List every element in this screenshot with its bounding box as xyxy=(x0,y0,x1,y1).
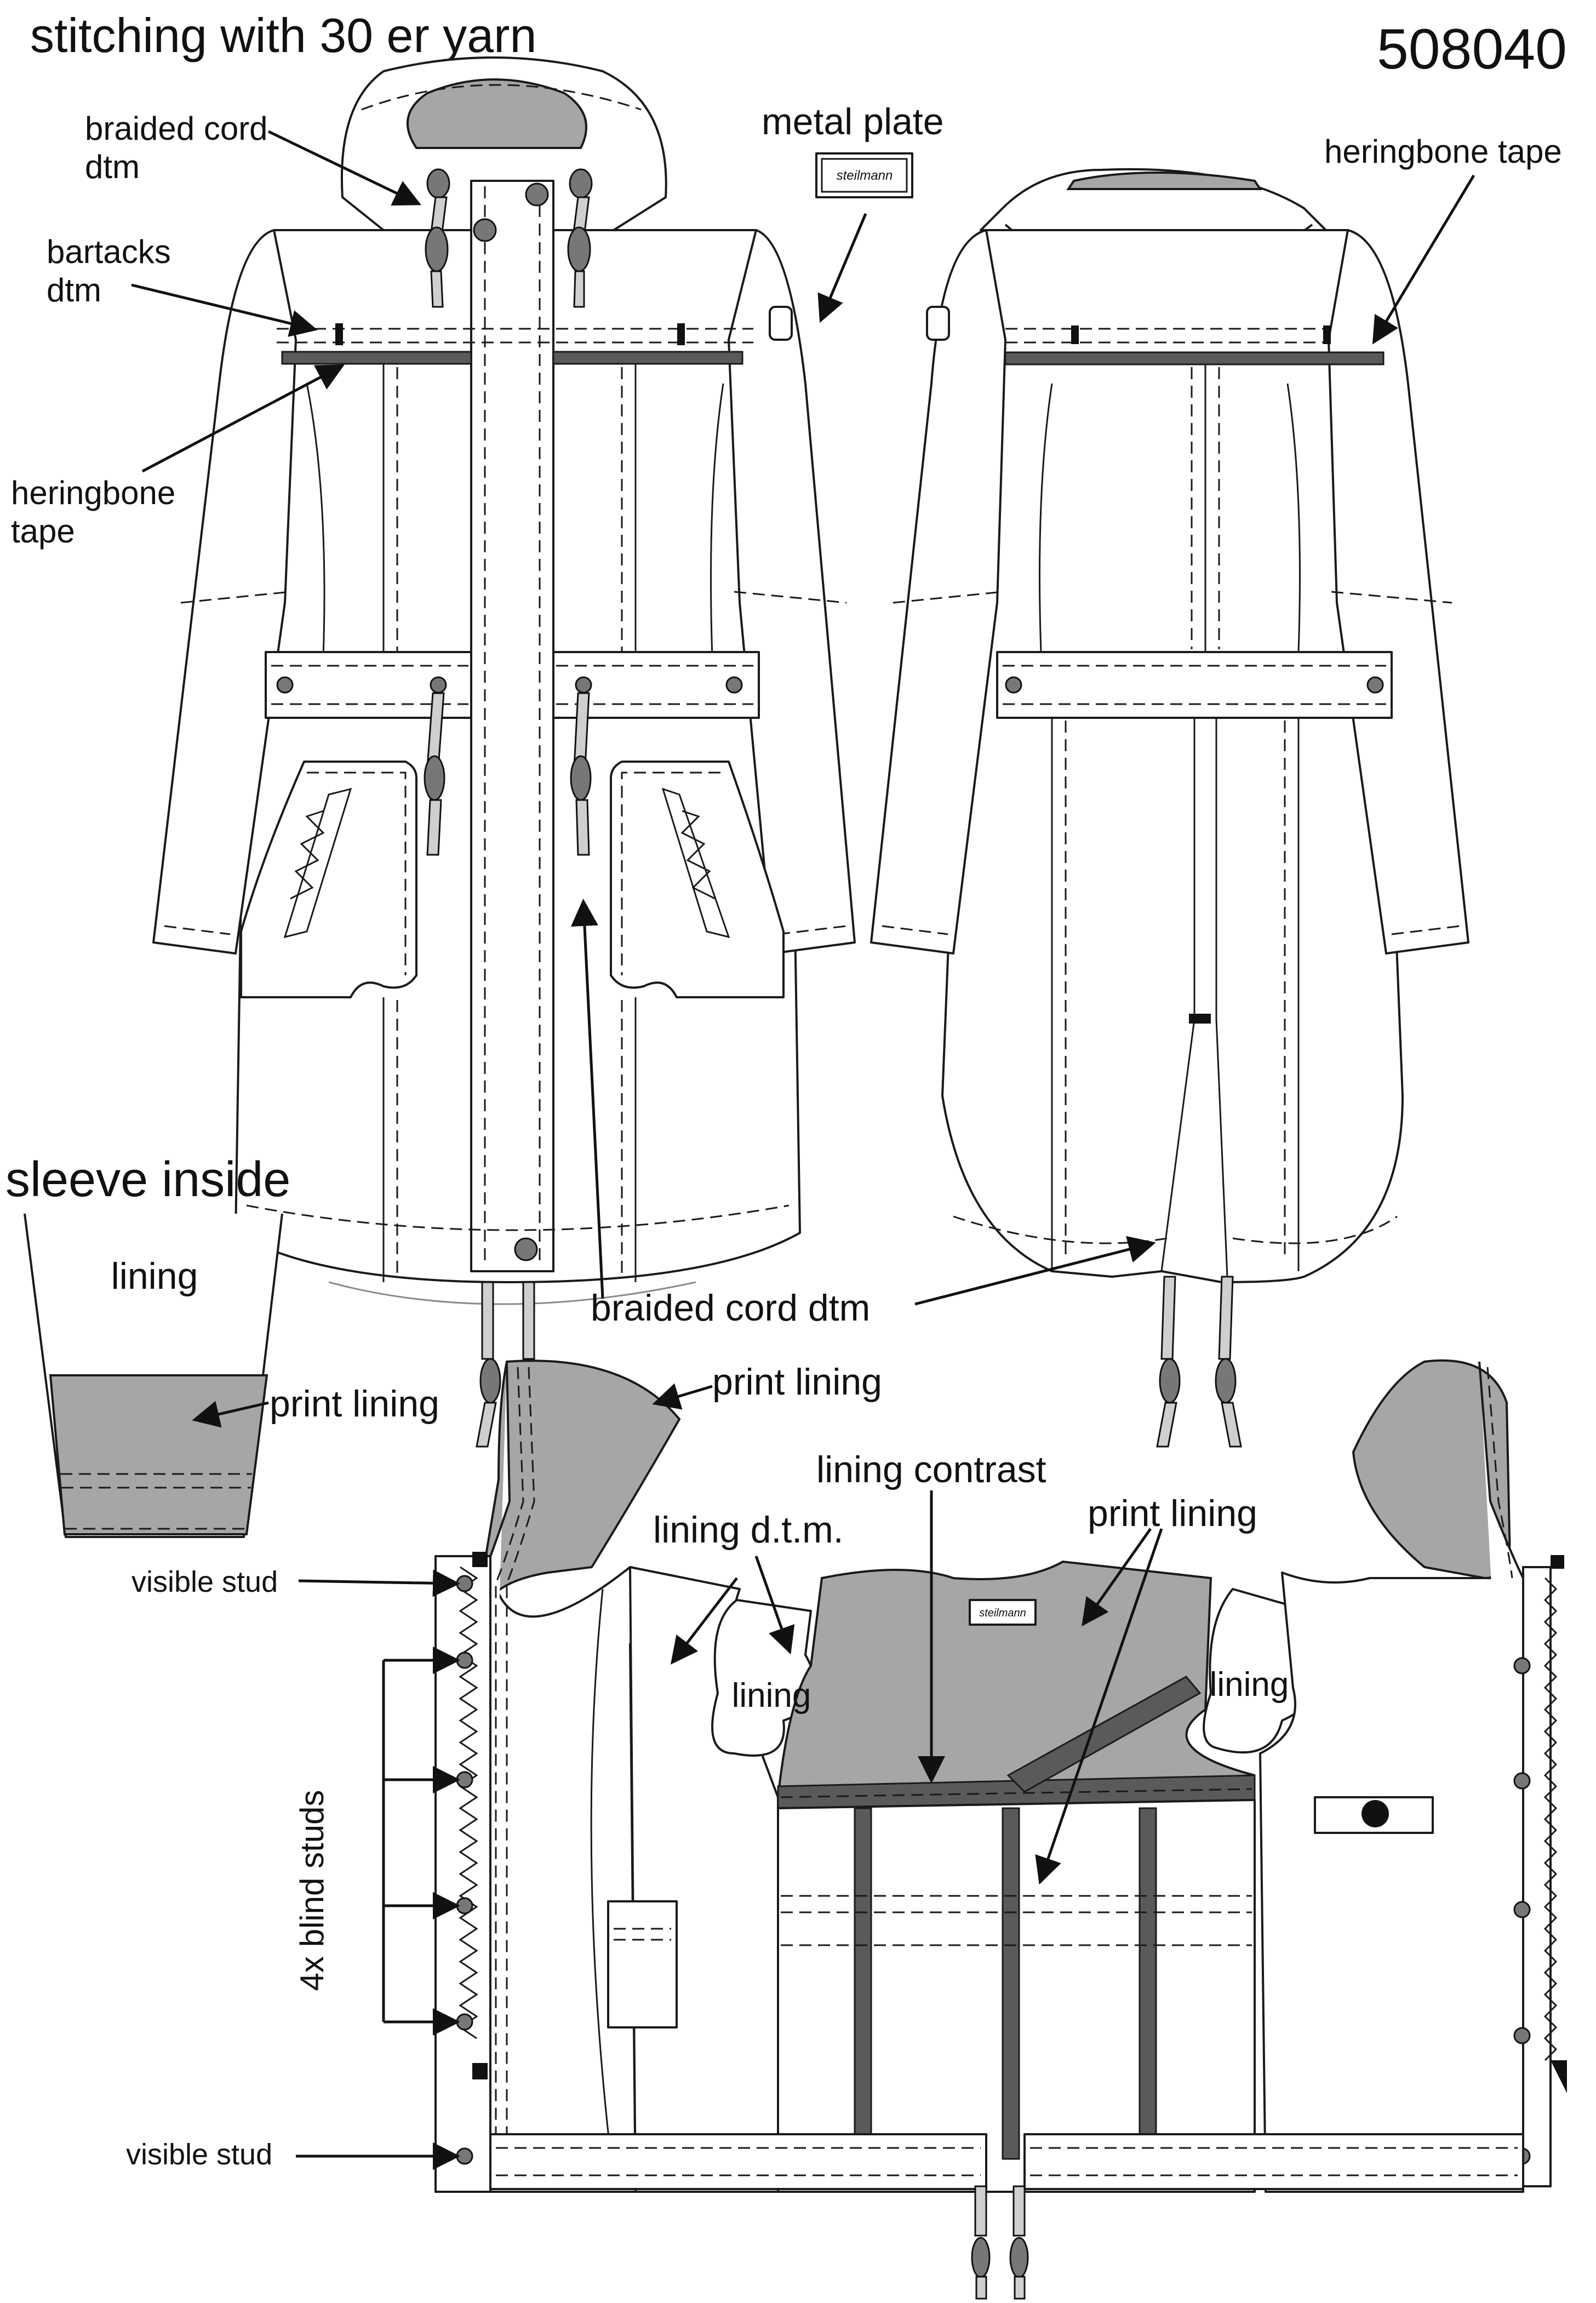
label-braided-cord-bottom: braided cord dtm xyxy=(591,1287,870,1329)
hood-inner xyxy=(407,78,587,149)
metal-plate xyxy=(815,152,913,198)
label-lining-left: lining xyxy=(732,1677,811,1715)
metal-plate-label: metal plate xyxy=(762,101,944,142)
label-bartacks: bartacks dtm xyxy=(47,233,180,308)
front-placket xyxy=(470,180,554,1272)
front-right-sleeve xyxy=(728,229,856,955)
label-braided-cord-top: braided cord dtm xyxy=(85,110,277,185)
label-blind-studs: 4x blind studs xyxy=(294,1790,330,1991)
label-visible-stud-top: visible stud xyxy=(131,1565,278,1598)
blind-stud-4 xyxy=(456,2013,473,2031)
left-pocket-zip xyxy=(283,787,352,939)
inside-pocket-bag xyxy=(607,1900,678,2028)
inside-right-front xyxy=(1259,1571,1524,2193)
front-left-sleeve xyxy=(152,229,297,955)
sleeve-print-lining-label: print lining xyxy=(270,1383,439,1425)
back-heringbone-tape xyxy=(1004,351,1385,365)
label-print-lining-hood: print lining xyxy=(712,1361,882,1403)
style-number: 508040 xyxy=(1377,18,1567,81)
sleeve-lining-label: lining xyxy=(111,1255,198,1297)
left-zip-placket xyxy=(434,1555,491,2193)
callout-arrows xyxy=(131,130,1475,2170)
inside-brand-label-text: steilmann xyxy=(979,1607,1026,1619)
blind-stud-2 xyxy=(456,1771,473,1788)
metal-plate-brand: steilmann xyxy=(837,168,893,183)
blind-stud-1 xyxy=(456,1651,473,1669)
sleeve-inside-title: sleeve inside xyxy=(5,1152,290,1207)
blind-stud-3 xyxy=(456,1897,473,1915)
label-heringbone-left: heringbone tape xyxy=(11,475,185,550)
label-lining-dtm: lining d.t.m. xyxy=(653,1509,844,1551)
front-left-pocket xyxy=(240,761,417,998)
label-lining-contrast: lining contrast xyxy=(816,1449,1046,1490)
inside-view: steilmann xyxy=(434,1359,1567,2300)
back-left-sleeve xyxy=(870,229,1006,955)
right-pocket-zip xyxy=(661,787,730,939)
front-heringbone-tape xyxy=(281,351,472,365)
label-print-lining-back: print lining xyxy=(1088,1493,1257,1534)
bartack-right xyxy=(677,323,685,345)
label-visible-stud-bottom: visible stud xyxy=(126,2138,272,2171)
sleeve-print-lining-area xyxy=(49,1374,268,1535)
back-body xyxy=(941,229,1404,1283)
inside-brand-label xyxy=(969,1599,1037,1626)
back-metal-plate-tab xyxy=(926,306,950,341)
label-lining-right: lining xyxy=(1210,1666,1289,1704)
visible-stud-bottom xyxy=(456,2147,473,2165)
back-view xyxy=(870,168,1469,1448)
inside-right-hood-print-lining xyxy=(1352,1359,1511,1580)
page-title: stitching with 30 er yarn xyxy=(30,8,536,62)
label-heringbone-back: heringbone tape xyxy=(1324,133,1562,170)
visible-stud-top xyxy=(456,1575,473,1592)
back-right-sleeve xyxy=(1328,229,1469,955)
front-view xyxy=(152,56,856,1448)
front-right-pocket xyxy=(610,761,785,998)
bartack-left xyxy=(335,323,343,345)
back-waist-casing xyxy=(996,651,1393,719)
